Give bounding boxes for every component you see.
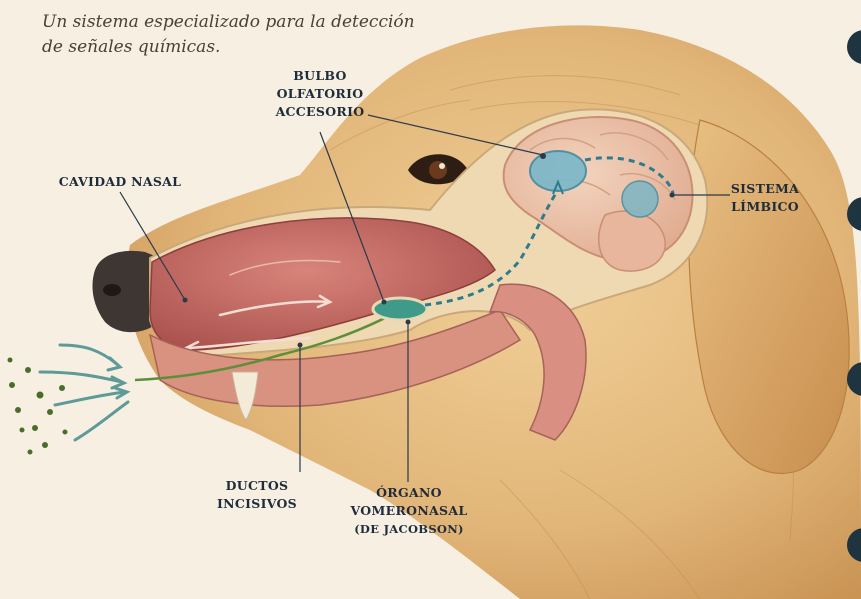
label-organo-vomeronasal: ÓRGANO VOMERONASAL (DE JACOBSON) [342, 484, 476, 538]
accessory-bulb-shape [530, 151, 586, 191]
label-line: ÓRGANO [342, 484, 476, 502]
vomeronasal-organ-shape [373, 298, 427, 320]
subtitle-line-2: de señales químicas. [42, 35, 422, 60]
label-line: OLFATORIO [255, 85, 385, 103]
scent-arrows [40, 345, 128, 440]
label-line: BULBO [255, 67, 385, 85]
label-line: DUCTOS [205, 477, 309, 495]
label-bulbo-olfatorio: BULBO OLFATORIO ACCESORIO [255, 67, 385, 121]
label-line: LÍMBICO [720, 198, 810, 216]
label-sistema-limbico: SISTEMA LÍMBICO [720, 180, 810, 216]
subtitle-line-1: Un sistema especializado para la detecci… [42, 10, 422, 35]
label-line: INCISIVOS [205, 495, 309, 513]
subtitle: Un sistema especializado para la detecci… [42, 10, 422, 60]
label-line: VOMERONASAL [342, 502, 476, 520]
label-line: (DE JACOBSON) [342, 520, 476, 538]
label-cavidad-nasal: CAVIDAD NASAL [40, 173, 200, 191]
label-line: ACCESORIO [255, 103, 385, 121]
label-ductos-incisivos: DUCTOS INCISIVOS [205, 477, 309, 513]
label-line: SISTEMA [720, 180, 810, 198]
limbic-shape [622, 181, 658, 217]
label-line: CAVIDAD NASAL [40, 173, 200, 191]
